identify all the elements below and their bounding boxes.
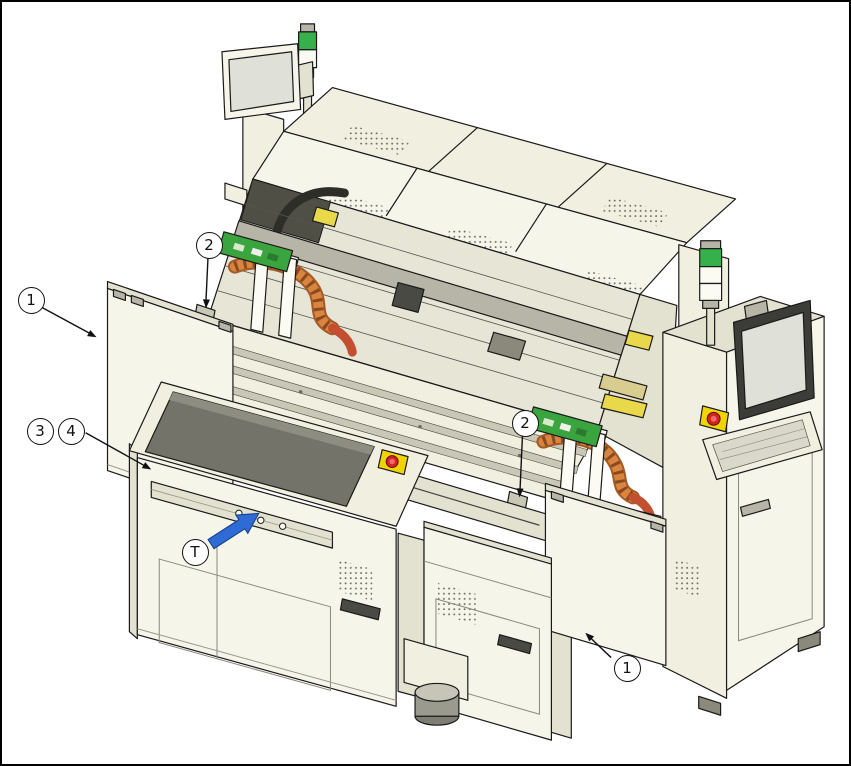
- transport-direction-arrow: [207, 512, 260, 550]
- interior-work-area: [207, 178, 678, 471]
- handle-icon: [497, 634, 533, 655]
- signal-tower-right-icon: [699, 240, 723, 346]
- callout-4: 4: [57, 417, 85, 445]
- cart-table-plate: [144, 391, 375, 507]
- vent-grid-icon: [437, 582, 476, 625]
- operator-monitor-screen: [740, 311, 807, 410]
- feeder-module-left: [192, 231, 357, 357]
- feeder-module-right: [505, 393, 662, 531]
- callout-3: 3: [26, 417, 54, 445]
- vent-grid-icon: [441, 226, 514, 259]
- handle-icon: [739, 498, 771, 517]
- handle-icon: [339, 598, 381, 621]
- emergency-stop-icon: [377, 449, 409, 476]
- emergency-stop-icon: [699, 405, 730, 433]
- conveyor-bed: [168, 317, 598, 502]
- vent-grid-icon: [674, 559, 699, 597]
- callout-1-left: 1: [17, 286, 45, 314]
- callout-1-right: 1: [613, 654, 641, 682]
- caster-wheel: [403, 638, 469, 726]
- callout-t: T: [181, 538, 209, 566]
- operator-tower: [662, 295, 825, 716]
- callout-2-right: 2: [511, 409, 539, 437]
- callout-arrows: [41, 256, 612, 659]
- top-covers: [252, 86, 737, 301]
- vent-grid-icon: [342, 125, 411, 156]
- vent-grid-icon: [336, 559, 373, 601]
- left-monitor-screen: [228, 51, 295, 113]
- callout-2-left: 2: [195, 231, 223, 259]
- left-monitor-assembly: [221, 23, 318, 124]
- vent-grid-icon: [601, 196, 669, 227]
- protective-panel-right: [544, 482, 667, 739]
- gantry-beam: [232, 220, 628, 356]
